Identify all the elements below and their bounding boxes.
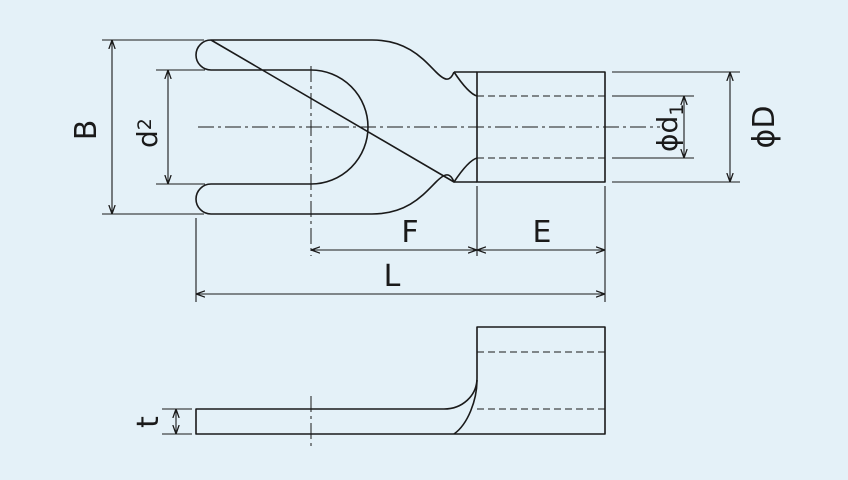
- label-d2: d2: [131, 118, 164, 148]
- label-E: E: [533, 215, 552, 250]
- dim-phi-D: ϕD: [612, 71, 782, 183]
- dim-F: F: [311, 215, 477, 250]
- label-t: t: [131, 416, 166, 428]
- dim-t: t: [131, 408, 192, 435]
- label-F: F: [401, 215, 418, 250]
- dim-d2: d2: [131, 69, 205, 185]
- side-outline: [195, 326, 606, 435]
- label-B: B: [69, 120, 104, 141]
- label-L: L: [384, 259, 401, 294]
- label-phi-d1: ϕd1: [651, 104, 688, 152]
- fork-outline: [195, 39, 455, 215]
- side-inner-curve: [453, 379, 478, 435]
- dim-phi-d1: ϕd1: [612, 95, 694, 159]
- neck-lines: [454, 71, 477, 183]
- neck-curves: [453, 71, 478, 183]
- dim-L: L: [196, 259, 605, 294]
- dim-B: B: [69, 39, 204, 215]
- label-phi-D: ϕD: [747, 106, 782, 149]
- top-view: [195, 39, 660, 256]
- side-view: [195, 326, 606, 446]
- extension-lines: [195, 186, 606, 302]
- dim-E: E: [477, 215, 605, 250]
